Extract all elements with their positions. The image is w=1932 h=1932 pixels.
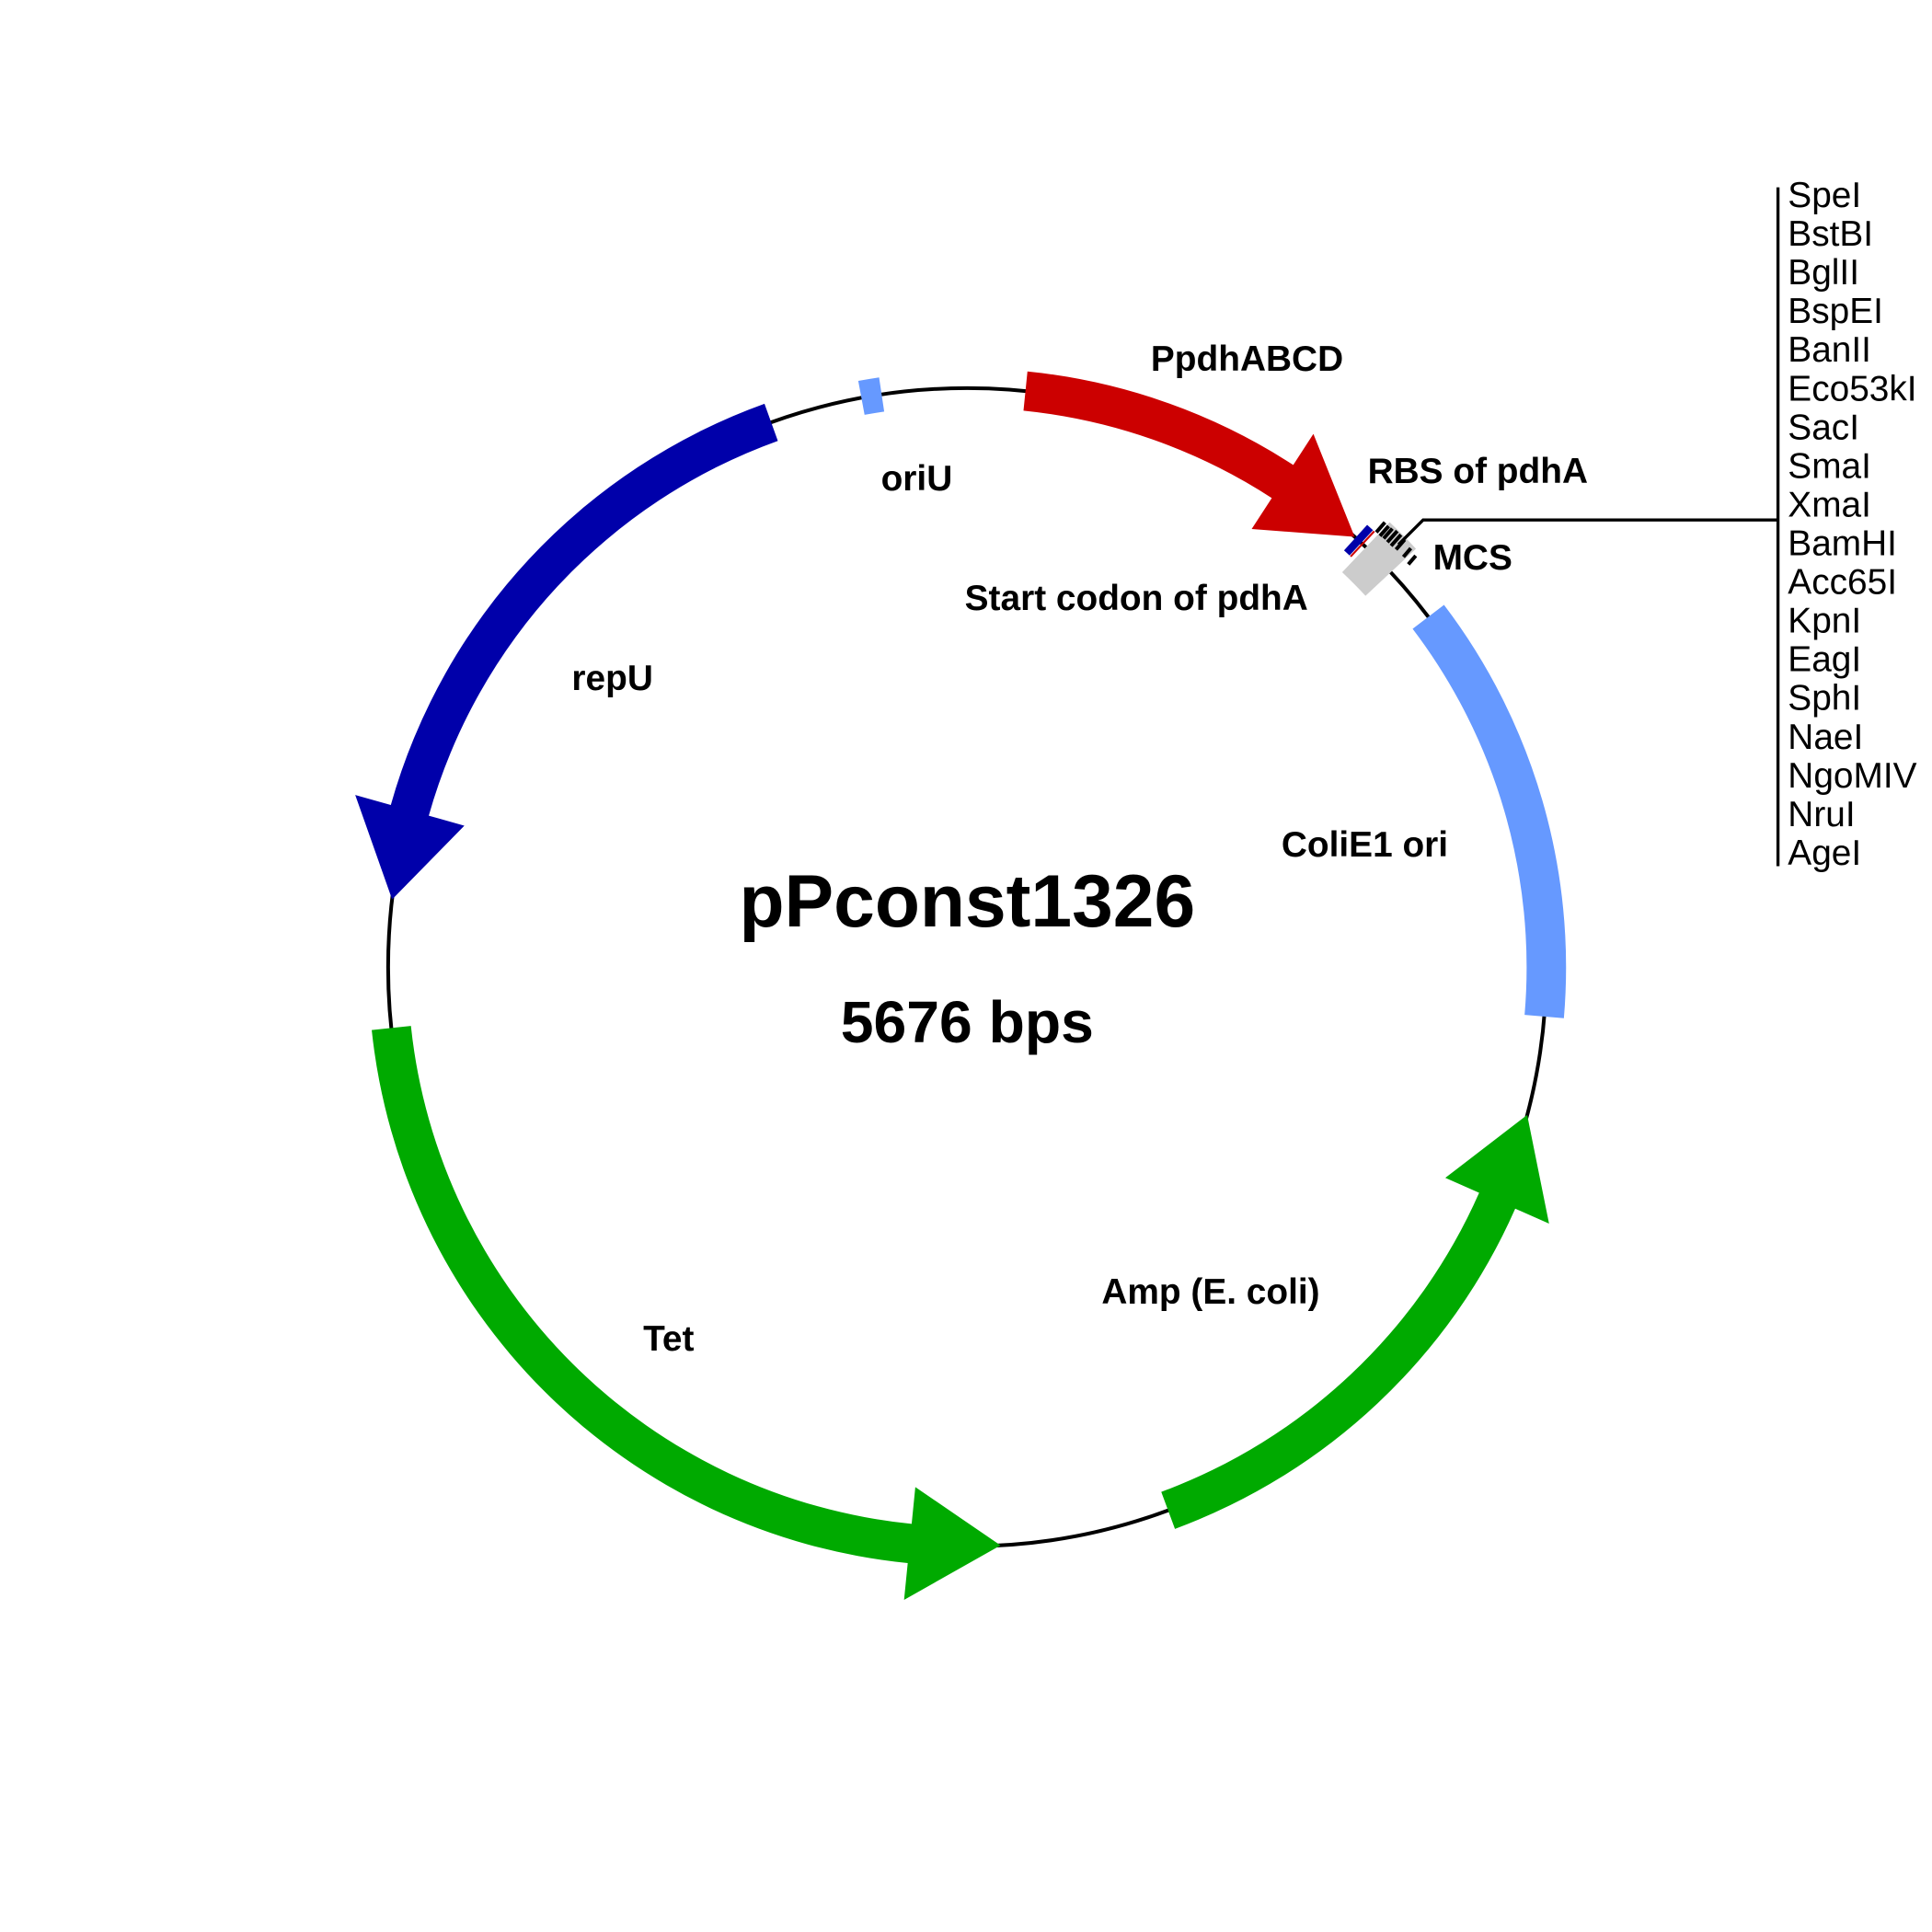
feature-ppdhabcd — [1023, 371, 1355, 537]
mcs-leader-line — [1397, 518, 1778, 546]
enzyme-label: BamHI — [1788, 523, 1897, 563]
enzyme-label: BglII — [1788, 253, 1859, 293]
enzyme-label: EagI — [1788, 640, 1861, 680]
label-amp: Amp (E. coli) — [1101, 1272, 1319, 1312]
enzyme-label: SmaI — [1788, 446, 1871, 486]
enzyme-label: BanII — [1788, 330, 1871, 370]
enzyme-label: Acc65I — [1788, 563, 1897, 603]
enzyme-label: NaeI — [1788, 718, 1863, 757]
enzyme-label: SphI — [1788, 679, 1861, 719]
feature-start-codon-of-pdha — [1350, 530, 1375, 558]
feature-tet — [372, 1026, 1001, 1600]
label-rbs: RBS of pdhA — [1368, 452, 1588, 491]
enzyme-label: SpeI — [1788, 176, 1861, 215]
feature-oriu — [857, 377, 885, 415]
enzyme-label: BspEI — [1788, 292, 1883, 331]
enzyme-label: XmaI — [1788, 485, 1871, 524]
label-start-codon: Start codon of pdhA — [965, 579, 1308, 618]
enzyme-label: BstBI — [1788, 214, 1873, 254]
label-mcs: MCS — [1433, 538, 1512, 578]
label-repu: repU — [571, 659, 652, 698]
enzyme-label: Eco53kI — [1788, 369, 1916, 408]
enzyme-label: NgoMIV — [1788, 756, 1916, 796]
feature-repu — [355, 403, 778, 900]
enzyme-label: SacI — [1788, 408, 1859, 447]
label-colie1: ColiE1 ori — [1282, 825, 1448, 865]
plasmid-name: pPconst1326 — [739, 860, 1195, 943]
label-ppdhabcd: PpdhABCD — [1151, 339, 1343, 379]
feature-rbs-of-pdha — [1343, 524, 1374, 556]
feature-amp-e-coli — [1161, 1114, 1549, 1529]
enzyme-label: AgeI — [1788, 834, 1861, 873]
feature-colie1-ori — [1412, 604, 1567, 1018]
label-tet: Tet — [643, 1319, 694, 1359]
enzyme-label: KpnI — [1788, 602, 1861, 641]
plasmid-size: 5676 bps — [841, 989, 1094, 1055]
enzyme-list: SpeIBstBIBglIIBspEIBanIIEco53kISacISmaIX… — [1788, 176, 1916, 873]
label-oriu: oriU — [881, 459, 953, 499]
enzyme-label: NruI — [1788, 795, 1855, 834]
feature-layer — [355, 371, 1567, 1600]
